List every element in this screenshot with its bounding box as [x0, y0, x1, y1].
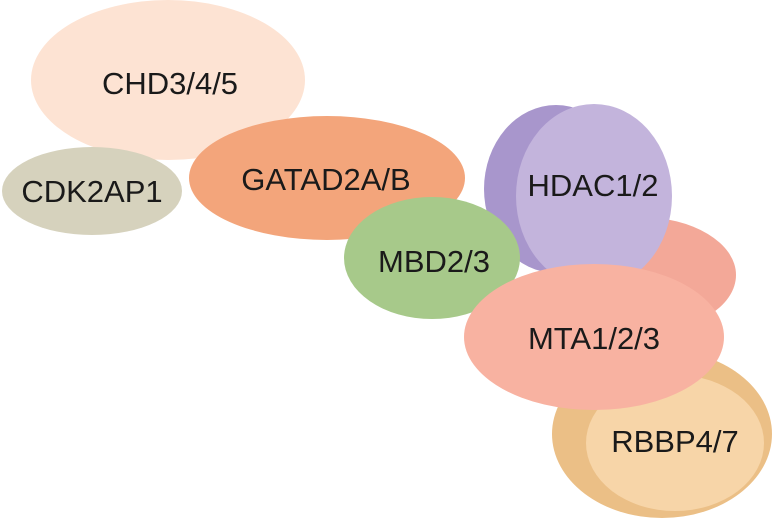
- hdac-label: HDAC1/2: [528, 168, 659, 203]
- rbbp-label: RBBP4/7: [611, 424, 739, 459]
- cdk2ap1-subunit: [2, 147, 182, 235]
- hdac-subunit: [516, 104, 672, 288]
- mta-label: MTA1/2/3: [528, 321, 660, 356]
- gatad2-label: GATAD2A/B: [241, 162, 410, 197]
- chd-subunit: [31, 0, 305, 160]
- mbd-subunit: [344, 197, 520, 319]
- rbbp-subunit: [586, 375, 764, 511]
- chd-label: CHD3/4/5: [102, 66, 238, 101]
- mbd-label: MBD2/3: [378, 244, 490, 279]
- cdk2ap1-label: CDK2AP1: [21, 174, 162, 209]
- mta-subunit: [464, 264, 724, 410]
